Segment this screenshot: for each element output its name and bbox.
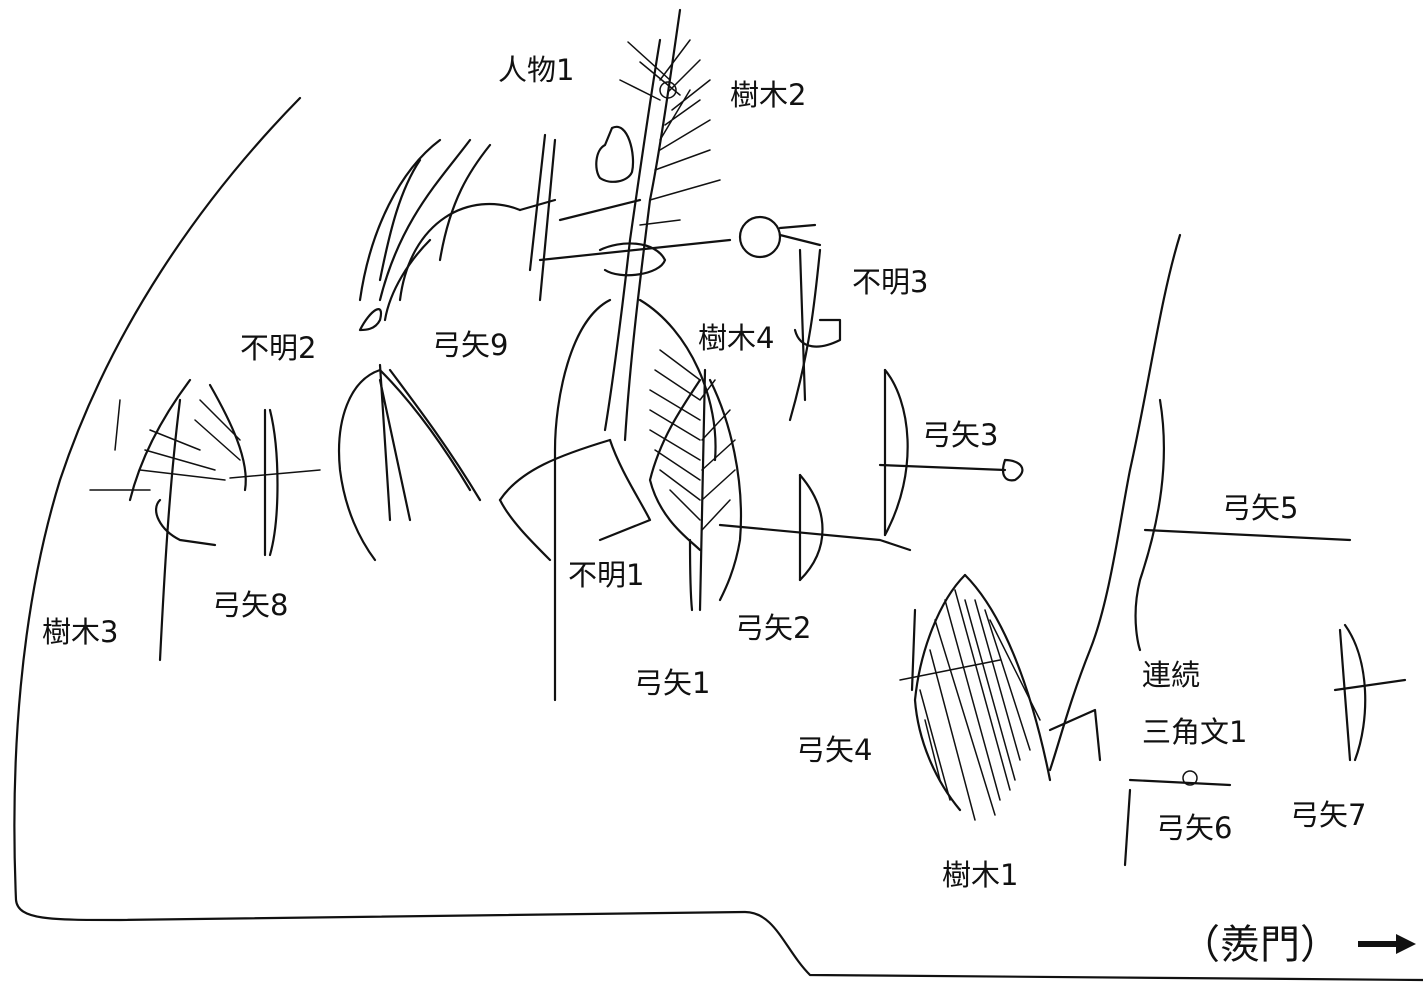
label-fumei1: 不明1 <box>568 558 644 592</box>
bow-yumiya8 <box>229 408 321 557</box>
label-jumoku1: 樹木1 <box>942 858 1018 892</box>
tree-jumoku2 <box>603 8 721 442</box>
label-renzoku: 連続 <box>1142 658 1200 692</box>
label-yumiya9: 弓矢9 <box>432 328 508 362</box>
bow-yumiya3 <box>878 368 1024 537</box>
tree-jumoku1 <box>899 573 1102 821</box>
label-fumei3: 不明3 <box>852 265 928 299</box>
label-yumiya2: 弓矢2 <box>735 611 811 645</box>
label-sankakumon1: 三角文1 <box>1142 715 1247 749</box>
label-yumiya1: 弓矢1 <box>634 666 710 700</box>
label-yumiya6: 弓矢6 <box>1156 811 1232 845</box>
label-jumoku4: 樹木4 <box>698 321 774 355</box>
arrow-right-icon <box>1358 934 1416 954</box>
bow-yumiya7 <box>1333 623 1407 762</box>
label-jumoku3: 樹木3 <box>42 615 118 649</box>
figure-fumei2-yumiya9 <box>338 138 522 562</box>
direction-label: （羨門） <box>1180 922 1340 968</box>
figure-fumei3 <box>788 248 842 422</box>
label-yumiya3: 弓矢3 <box>922 418 998 452</box>
label-yumiya7: 弓矢7 <box>1290 798 1366 832</box>
bow-yumiya2 <box>718 473 912 582</box>
label-yumiya5: 弓矢5 <box>1222 491 1298 525</box>
label-jumoku2: 樹木2 <box>730 78 806 112</box>
tree-jumoku4 <box>648 349 743 612</box>
arrow-head-circle <box>738 215 822 259</box>
tree-jumoku3 <box>89 378 247 662</box>
label-jinbutsu1: 人物1 <box>498 53 574 87</box>
right-wall-line <box>1048 233 1182 772</box>
arrow-yumiya5 <box>1134 398 1352 652</box>
figure-fumei1 <box>498 438 652 562</box>
label-yumiya4: 弓矢4 <box>796 733 872 767</box>
wall-outline <box>13 96 1423 982</box>
figure-jinbutsu1 <box>518 125 732 702</box>
label-yumiya8: 弓矢8 <box>212 588 288 622</box>
label-fumei2: 不明2 <box>240 331 316 365</box>
arrow-yumiya6 <box>1123 770 1232 867</box>
